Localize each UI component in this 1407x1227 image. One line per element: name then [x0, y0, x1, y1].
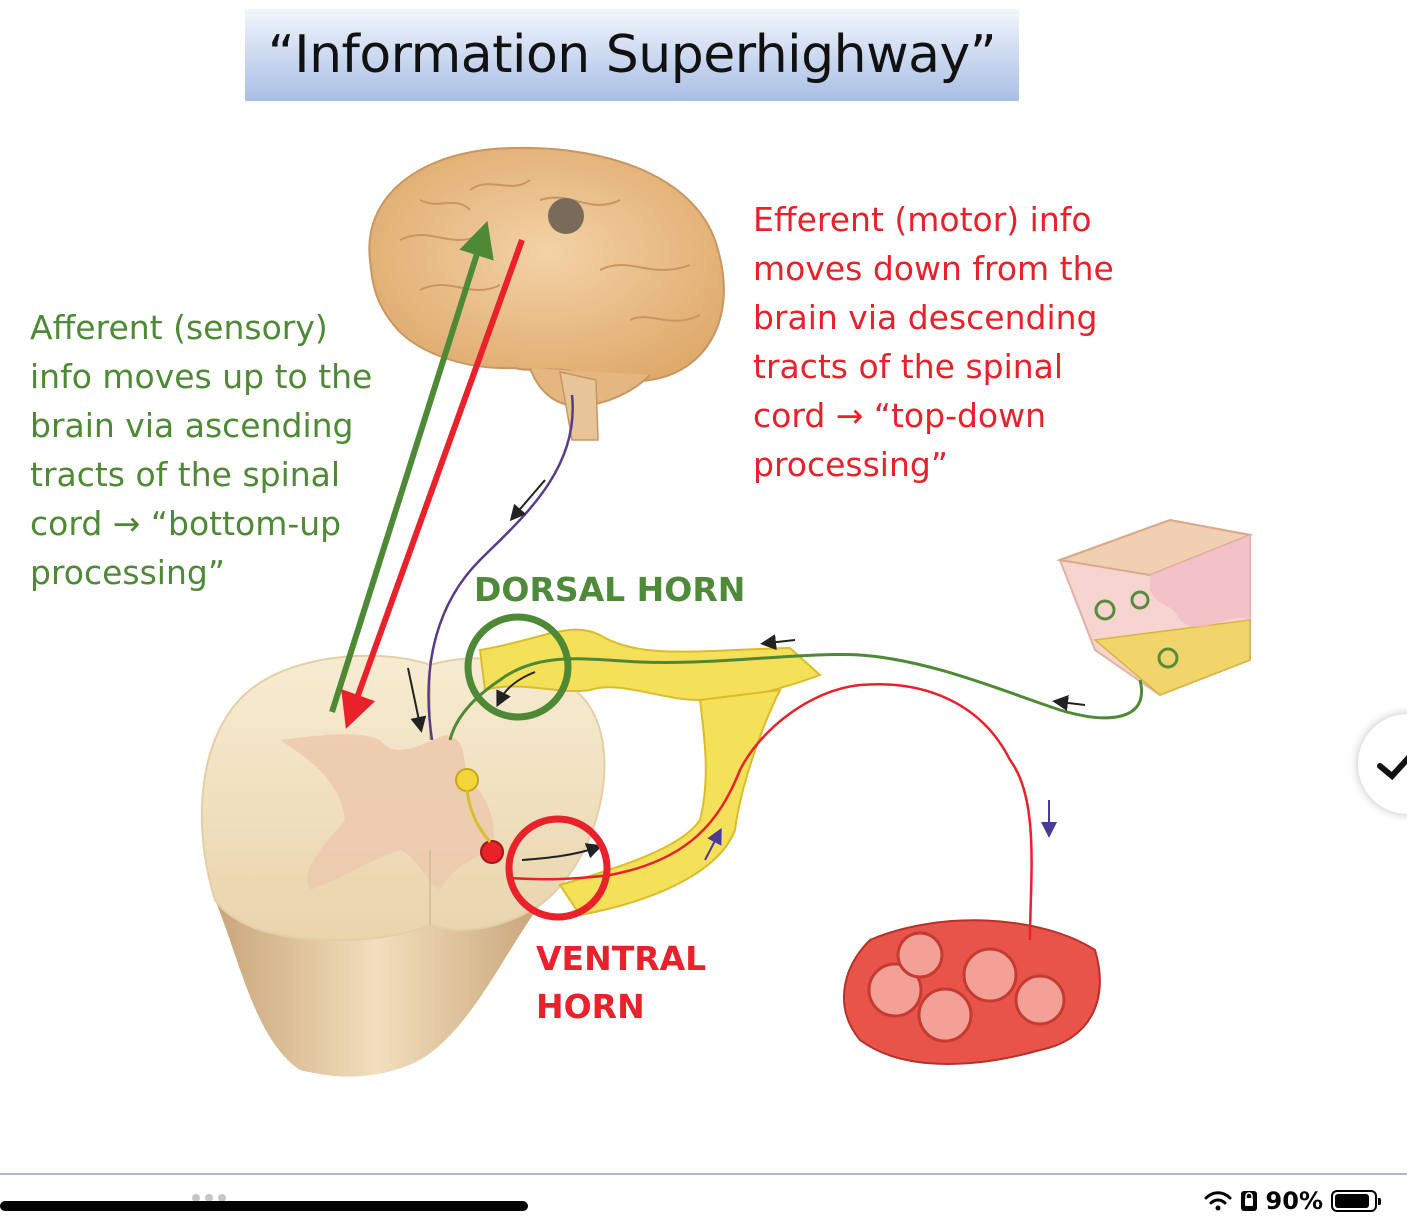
efferent-line: moves down from the: [753, 249, 1114, 288]
sensory-direction-arrow: [760, 634, 796, 651]
ventral-horn-label-line2: HORN: [536, 987, 645, 1026]
motor-neuron-cell: [480, 840, 504, 864]
efferent-line: tracts of the spinal: [753, 347, 1064, 386]
ventral-horn-label: VENTRAL HORN: [536, 935, 706, 1031]
efferent-line: processing”: [753, 445, 948, 484]
afferent-description: Afferent (sensory) info moves up to the …: [30, 303, 372, 597]
battery-percentage: 90%: [1265, 1187, 1323, 1215]
skin-tissue-illustration: [1056, 518, 1254, 697]
lock-rotation-icon: [1240, 1191, 1257, 1211]
multitasking-dots[interactable]: [192, 1194, 226, 1202]
afferent-line: info moves up to the: [30, 357, 373, 396]
title-banner: “Information Superhighway”: [245, 9, 1019, 101]
efferent-line: Efferent (motor) info: [753, 200, 1092, 239]
battery-icon: [1331, 1190, 1381, 1212]
muscle-tissue-illustration: [843, 919, 1101, 1065]
wifi-icon: [1204, 1191, 1232, 1211]
downward-arrow-small: [509, 479, 546, 522]
brain-marker-dot: [548, 198, 584, 234]
spinal-cord-section: [200, 654, 606, 1077]
afferent-line: cord → “bottom-up: [30, 504, 342, 543]
ventral-horn-highlight: [505, 815, 611, 921]
ascending-tract-arrow: [329, 220, 494, 713]
ventral-horn-label-line1: VENTRAL: [536, 939, 707, 978]
page-title: “Information Superhighway”: [267, 25, 997, 85]
skin-direction-arrow: [1052, 695, 1086, 711]
status-bar: 90%: [1204, 1186, 1381, 1216]
descending-tract-path: [427, 394, 574, 741]
root-direction-arrow: [704, 827, 722, 861]
home-indicator[interactable]: [0, 1201, 528, 1211]
efferent-line: cord → “top-down: [753, 396, 1047, 435]
dorsal-arrow-small: [407, 667, 427, 733]
sensory-neuron-path: [448, 653, 1143, 741]
chevron-icon: [1377, 755, 1407, 781]
afferent-line: tracts of the spinal: [30, 455, 341, 494]
brain-illustration: [368, 146, 725, 441]
afferent-line: brain via ascending: [30, 406, 354, 445]
exit-arrow-small: [521, 843, 603, 861]
bottom-divider: [0, 1173, 1407, 1175]
efferent-description: Efferent (motor) info moves down from th…: [753, 195, 1114, 489]
efferent-line: brain via descending: [753, 298, 1098, 337]
dorsal-horn-highlight: [464, 613, 572, 721]
interneuron-cell: [455, 768, 479, 792]
afferent-line: Afferent (sensory): [30, 308, 328, 347]
spinal-pathway-diagram: [200, 146, 1254, 1077]
descending-tract-arrow: [341, 238, 525, 729]
dorsal-horn-label: DORSAL HORN: [474, 570, 746, 609]
entry-arrow-small: [496, 671, 536, 708]
afferent-line: processing”: [30, 553, 225, 592]
